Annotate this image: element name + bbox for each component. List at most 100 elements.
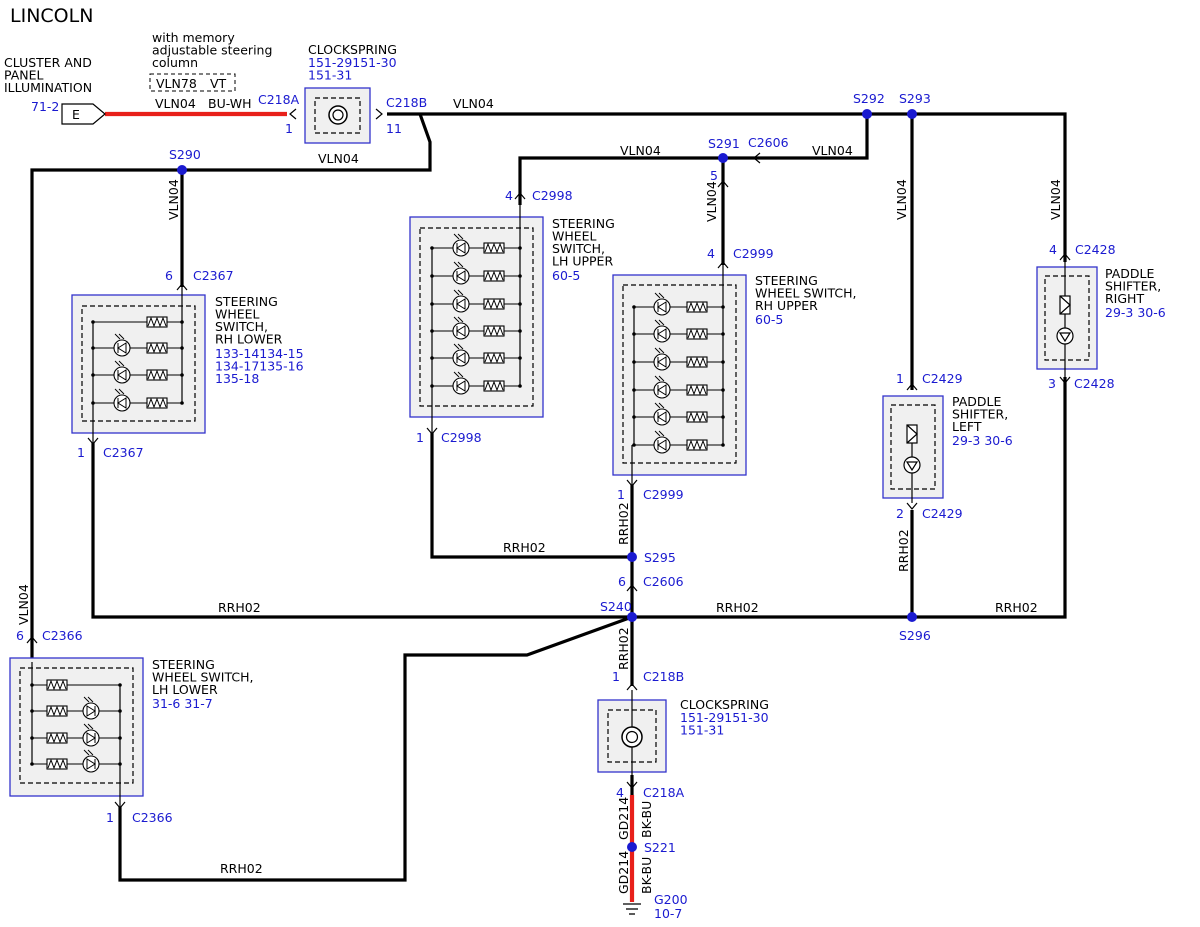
ground-g200: G200 10-7	[623, 892, 688, 921]
sws-rh-upper-row	[632, 402, 725, 426]
splice-s290: S290	[169, 147, 201, 162]
c2367-bot: C2367	[103, 445, 144, 460]
sws-lh-lower-row	[30, 679, 122, 691]
wire-rrh02-right	[632, 377, 1067, 619]
sws-lh-upper-row	[430, 261, 522, 285]
paddle-left-refs: 29-3 30-6	[952, 433, 1013, 448]
splice-s296: S296	[899, 628, 931, 643]
label-rrh02-bottom: RRH02	[220, 861, 263, 876]
label-gd214-upper: GD214	[616, 797, 631, 840]
c2999-top-pin: 4	[707, 246, 715, 261]
label-vln04-s291-right: VLN04	[812, 143, 853, 158]
source-pin-letter: E	[72, 107, 80, 122]
connector-e-shape	[61, 103, 106, 125]
c218b-top-label: C218B	[386, 95, 427, 110]
sws-rh-upper-row	[632, 319, 725, 343]
c2366-top-pin: 6	[16, 628, 24, 643]
c2998-top-pin: 4	[505, 188, 513, 203]
splice-s240: S240	[600, 599, 632, 614]
c2429-top: C2429	[922, 371, 963, 386]
page-title: LINCOLN	[10, 5, 93, 27]
c2999-top: C2999	[733, 246, 774, 261]
option-alt-color: VT	[210, 76, 227, 91]
c2999-bot: C2999	[643, 487, 684, 502]
c2366-top: C2366	[42, 628, 83, 643]
paddle-right-refs: 29-3 30-6	[1105, 305, 1166, 320]
sws-lh-upper-row	[430, 316, 522, 340]
sws-lh-lower-row	[30, 723, 122, 747]
clockspring-top-name: CLOCKSPRING	[308, 42, 397, 57]
label-rrh02-right: RRH02	[995, 600, 1038, 615]
c2429-bot-pin: 2	[896, 506, 904, 521]
label-vln04-c2366: VLN04	[16, 584, 31, 625]
sws-lh-lower-row	[30, 696, 122, 720]
splice-s291-dot	[718, 153, 728, 163]
c2367-bot-pin: 1	[77, 445, 85, 460]
label-rrh02-c2998: RRH02	[503, 540, 546, 555]
sws-lh-upper-row	[430, 343, 522, 367]
sws-rh-upper-row	[632, 375, 725, 399]
wire-vln04-s290-run	[30, 113, 432, 662]
splice-s290-dot	[177, 165, 187, 175]
c2367-top-pin: 6	[165, 268, 173, 283]
c2366-bot: C2366	[132, 810, 173, 825]
c2367-top: C2367	[193, 268, 234, 283]
sws-lh-lower-row	[30, 749, 122, 773]
label-bkbu-upper: BK-BU	[639, 801, 654, 838]
c2606-bot-pin: 6	[618, 574, 626, 589]
connector-arrows	[26, 152, 1071, 809]
sws-lh-upper-refs: 60-5	[552, 268, 580, 283]
ground-ref: 10-7	[654, 906, 682, 921]
c2999-pin5: 5	[710, 168, 718, 183]
label-vln04-c2367: VLN04	[166, 179, 181, 220]
sws-lh-lower-refs: 31-6 31-7	[152, 696, 213, 711]
label-bu-wh: BU-WH	[208, 96, 252, 111]
label-bkbu-lower: BK-BU	[639, 857, 654, 894]
splice-s293: S293	[899, 91, 931, 106]
source-ref: 71-2	[31, 99, 59, 114]
sws-rh-upper-row	[632, 430, 725, 454]
wire-layer	[30, 111, 1067, 902]
wire-vln04-s291-run	[518, 114, 869, 205]
c218a-top-label: C218A	[258, 92, 300, 107]
sws-rh-lower-row	[91, 316, 184, 328]
splices: S290 S291 S292 S293 S295 S240 S296 S221	[169, 91, 931, 855]
c218b-bot: C218B	[643, 669, 684, 684]
label-rrh02-mid: RRH02	[716, 600, 759, 615]
sws-rh-upper-row	[632, 347, 725, 371]
wire-rrh02-c2367	[91, 443, 632, 619]
c218a-bot-pin: 4	[616, 785, 624, 800]
label-vln04-s291-left: VLN04	[620, 143, 661, 158]
c2366-bot-pin: 1	[106, 810, 114, 825]
wire-rrh02-c2366	[118, 615, 633, 882]
c2606-top: C2606	[748, 135, 789, 150]
c218b-top-pin: 11	[386, 121, 402, 136]
c218b-bot-pin: 1	[612, 669, 620, 684]
label-vln04-s290: VLN04	[318, 151, 359, 166]
c2428-bot: C2428	[1074, 376, 1115, 391]
c2429-bot: C2429	[922, 506, 963, 521]
splice-s221: S221	[644, 840, 676, 855]
wire-rrh02-c2998	[430, 433, 632, 559]
label-vln04-c2999: VLN04	[704, 181, 719, 222]
label-rrh02-c2429: RRH02	[896, 529, 911, 572]
c2428-top-pin: 4	[1049, 242, 1057, 257]
label-vln04-c2428: VLN04	[1048, 179, 1063, 220]
